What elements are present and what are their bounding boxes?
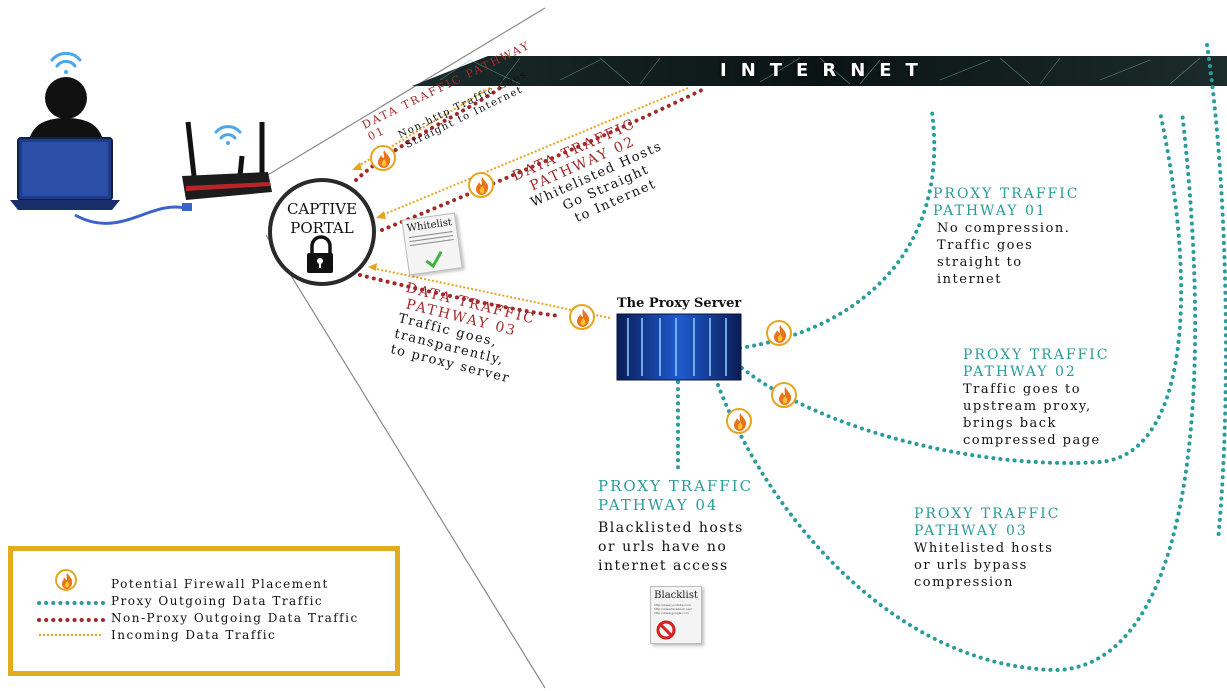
internet-banner-label: INTERNET — [720, 60, 932, 81]
fire-icon — [771, 382, 797, 408]
fire-icon — [726, 408, 752, 434]
proxy-pathway-04-line2: or urls have no — [598, 538, 788, 557]
proxy-pathway-02-line3: brings back — [963, 415, 1133, 432]
legend-item-incoming: Incoming Data Traffic — [111, 628, 276, 642]
blacklist-title: Blacklist — [651, 590, 701, 601]
captive-portal-line1: CAPTIVE — [276, 200, 368, 219]
proxy-pathway-02-line4: compressed page — [963, 432, 1133, 449]
proxy-pathway-04: PROXY TRAFFIC PATHWAY 04 Blacklisted hos… — [598, 477, 788, 576]
proxy-pathway-04-line1: Blacklisted hosts — [598, 519, 788, 538]
proxy-pathway-01-title2: PATHWAY 01 — [933, 203, 1083, 220]
whitelist-document: Whitelist — [401, 213, 462, 276]
proxy-pathway-03-title2: PATHWAY 03 — [914, 523, 1094, 540]
legend-line-samples — [37, 589, 107, 669]
proxy-path-05 — [1207, 45, 1226, 540]
proxy-pathway-01: PROXY TRAFFIC PATHWAY 01 No compression.… — [933, 186, 1083, 288]
proxy-pathway-01-line1: No compression. — [933, 220, 1083, 237]
proxy-pathway-03-title1: PROXY TRAFFIC — [914, 506, 1094, 523]
legend-item-firewall: Potential Firewall Placement — [111, 577, 329, 591]
legend-item-non-proxy-outgoing: Non-Proxy Outgoing Data Traffic — [111, 611, 359, 625]
fire-icon — [766, 320, 792, 346]
blacklist-line-3: http://www.google.com — [654, 611, 698, 615]
proxy-pathway-04-title1: PROXY TRAFFIC — [598, 477, 788, 496]
proxy-pathway-03-line1: Whitelisted hosts — [914, 540, 1094, 557]
prohibited-icon — [655, 619, 677, 641]
blacklist-document: Blacklist http://www.youtube.com http://… — [650, 586, 702, 644]
proxy-path-01 — [740, 112, 934, 348]
checkmark-icon — [423, 250, 445, 271]
laptop-image — [10, 138, 120, 210]
proxy-pathway-04-title2: PATHWAY 04 — [598, 496, 788, 515]
proxy-pathway-02: PROXY TRAFFIC PATHWAY 02 Traffic goes to… — [963, 347, 1133, 449]
proxy-pathway-01-line2: Traffic goes — [933, 237, 1083, 254]
proxy-pathway-03-line2: or urls bypass — [914, 557, 1094, 574]
proxy-pathway-01-title1: PROXY TRAFFIC — [933, 186, 1083, 203]
captive-portal-line2: PORTAL — [276, 219, 368, 238]
fire-icon — [569, 304, 595, 330]
legend: Potential Firewall Placement Proxy Outgo… — [8, 546, 400, 676]
proxy-pathway-01-line3: straight to — [933, 254, 1083, 271]
cable-plug — [182, 203, 192, 211]
proxy-pathway-02-title2: PATHWAY 02 — [963, 364, 1133, 381]
proxy-pathway-04-line3: internet access — [598, 557, 788, 576]
legend-fire-icon — [55, 569, 77, 591]
server-rack-image — [617, 314, 741, 380]
proxy-server-label: The Proxy Server — [617, 296, 741, 311]
proxy-pathway-03: PROXY TRAFFIC PATHWAY 03 Whitelisted hos… — [914, 506, 1094, 591]
proxy-pathway-02-title1: PROXY TRAFFIC — [963, 347, 1133, 364]
legend-item-proxy-outgoing: Proxy Outgoing Data Traffic — [111, 594, 323, 608]
captive-portal-label: CAPTIVE PORTAL — [276, 200, 368, 238]
proxy-pathway-01-line4: internet — [933, 271, 1083, 288]
wifi-icon-router — [216, 127, 240, 145]
proxy-pathway-03-line3: compression — [914, 574, 1094, 591]
proxy-pathway-02-line2: upstream proxy, — [963, 398, 1133, 415]
proxy-pathway-02-line1: Traffic goes to — [963, 381, 1133, 398]
fire-icon — [468, 172, 494, 198]
wifi-icon-user — [52, 53, 80, 74]
